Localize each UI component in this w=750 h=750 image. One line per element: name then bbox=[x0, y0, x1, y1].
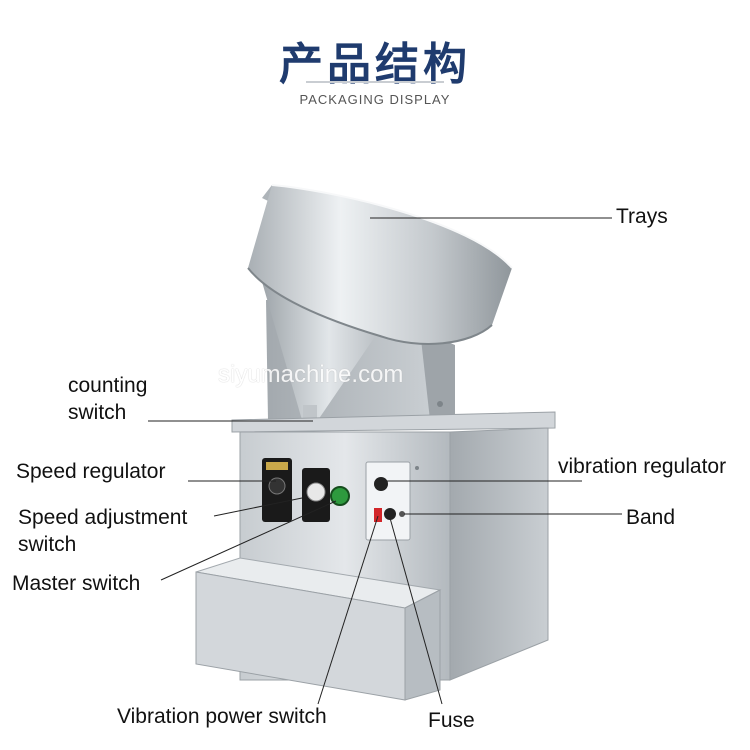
label-speed-regulator: Speed regulator bbox=[16, 460, 166, 483]
label-vibration-power-switch: Vibration power switch bbox=[117, 705, 327, 728]
speed-adjustment-dial bbox=[306, 482, 326, 502]
title-divider bbox=[306, 81, 444, 83]
fuse-holder bbox=[384, 508, 396, 520]
tray-top-edge bbox=[271, 184, 513, 269]
band-screw bbox=[399, 511, 405, 517]
tray-bottom-edge bbox=[247, 267, 493, 345]
top-plate bbox=[231, 411, 556, 433]
leader-speed-adjustment bbox=[213, 497, 303, 517]
label-master-switch: Master switch bbox=[12, 572, 141, 595]
speed-regulator-label bbox=[266, 462, 288, 470]
speed-regulator-knob bbox=[268, 477, 286, 495]
label-vibration-regulator: vibration regulator bbox=[558, 455, 727, 478]
leader-master bbox=[160, 500, 337, 581]
vibration-power-switch bbox=[374, 508, 382, 522]
tray-wall bbox=[248, 185, 512, 344]
label-speed-adjustment-switch: Speed adjustment switch bbox=[18, 506, 188, 556]
leader-fuse bbox=[389, 517, 443, 705]
front-tray-side bbox=[404, 589, 441, 701]
machine-column-right bbox=[420, 330, 455, 420]
front-bolt bbox=[415, 466, 419, 470]
vibration-regulator-knob bbox=[374, 477, 388, 491]
side-bolt bbox=[437, 401, 443, 407]
body-side bbox=[449, 427, 549, 681]
label-counting-switch: counting switch bbox=[68, 374, 148, 424]
header: 产品结构 PACKAGING DISPLAY bbox=[0, 0, 750, 120]
label-fuse: Fuse bbox=[428, 709, 475, 732]
vibration-panel bbox=[365, 461, 411, 541]
label-trays: Trays bbox=[616, 205, 668, 228]
leader-vibration-power bbox=[317, 515, 379, 705]
label-band: Band bbox=[626, 506, 676, 529]
page-subtitle: PACKAGING DISPLAY bbox=[299, 92, 451, 107]
watermark: siyumachine.com bbox=[218, 361, 404, 388]
master-switch bbox=[330, 486, 350, 506]
